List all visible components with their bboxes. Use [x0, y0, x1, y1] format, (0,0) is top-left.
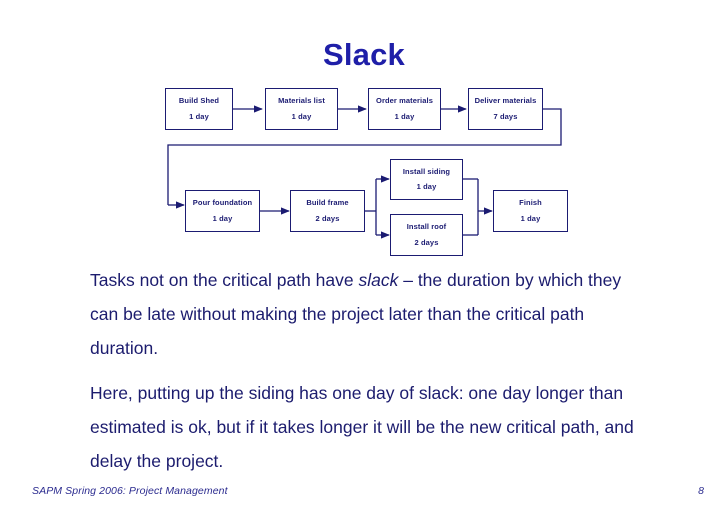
node-deliver-materials[interactable]: Deliver materials 7 days	[468, 88, 543, 130]
node-materials-list[interactable]: Materials list 1 day	[265, 88, 338, 130]
node-label: Deliver materials	[474, 96, 537, 105]
node-label: Build Shed	[178, 96, 220, 105]
node-order-materials[interactable]: Order materials 1 day	[368, 88, 441, 130]
footer-title: SAPM Spring 2006: Project Management	[32, 485, 228, 497]
node-build-shed[interactable]: Build Shed 1 day	[165, 88, 233, 130]
node-duration: 2 days	[315, 214, 340, 223]
node-duration: 1 day	[189, 112, 209, 121]
node-duration: 1 day	[212, 214, 233, 223]
node-label: Pour foundation	[192, 198, 253, 207]
node-label: Finish	[519, 198, 542, 207]
node-label: Materials list	[278, 96, 325, 105]
node-install-roof[interactable]: Install roof 2 days	[390, 214, 463, 256]
diagram-connectors	[167, 105, 562, 239]
node-finish[interactable]: Finish 1 day	[493, 190, 568, 232]
footer-page-number: 8	[698, 485, 704, 497]
node-pour-foundation[interactable]: Pour foundation 1 day	[185, 190, 260, 232]
node-label: Install siding	[402, 167, 451, 176]
paragraph-1-text-after: – the duration by which they can be late…	[90, 270, 622, 358]
paragraph-1-emphasis: slack	[358, 270, 399, 290]
node-build-frame[interactable]: Build frame 2 days	[290, 190, 365, 232]
node-install-siding[interactable]: Install siding 1 day	[390, 159, 463, 200]
node-duration: 7 days	[493, 112, 518, 121]
page-title: Slack	[322, 37, 405, 72]
body-paragraph-2: Here, putting up the siding has one day …	[90, 383, 634, 471]
node-duration: 1 day	[291, 112, 312, 121]
node-duration: 2 days	[414, 238, 439, 247]
project-network-diagram: Build Shed 1 day Materials list 1 day Or…	[165, 88, 568, 256]
footer-divider	[0, 479, 728, 480]
node-duration: 1 day	[416, 182, 437, 191]
node-label: Install roof	[406, 222, 447, 231]
node-label: Order materials	[376, 96, 433, 105]
paragraph-1-text-before: Tasks not on the critical path have	[90, 270, 359, 290]
node-label: Build frame	[306, 198, 349, 207]
node-duration: 1 day	[520, 214, 541, 223]
body-paragraph-1: Tasks not on the critical path have slac…	[90, 263, 646, 365]
node-duration: 1 day	[394, 112, 415, 121]
